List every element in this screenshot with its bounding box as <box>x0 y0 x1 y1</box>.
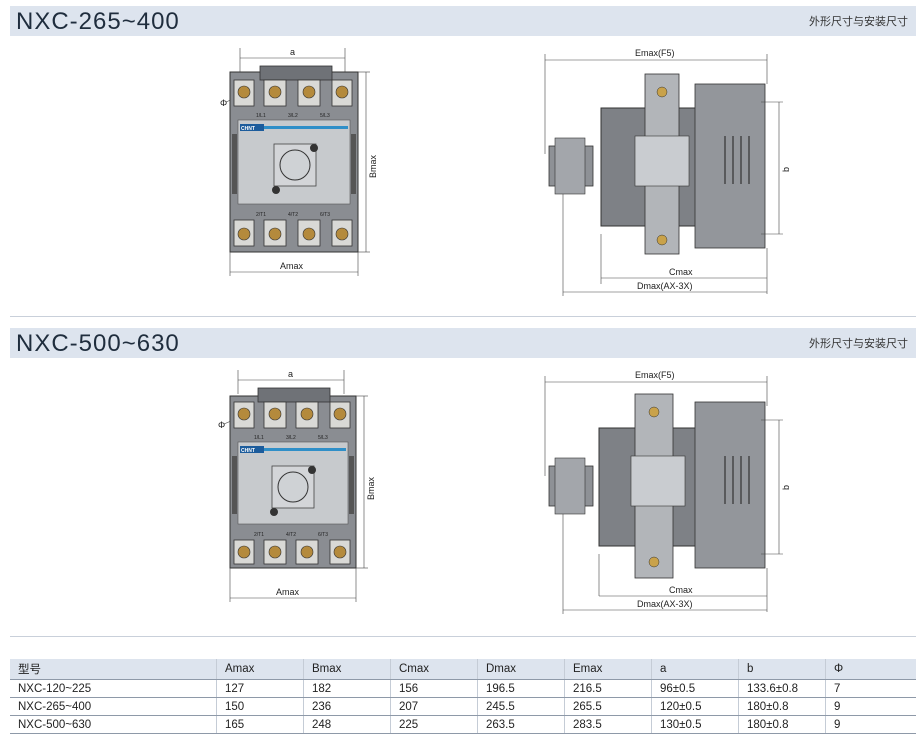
section-divider <box>10 316 916 317</box>
dim-label-b: b <box>781 167 791 172</box>
dimension-table: 型号 Amax Bmax Cmax Dmax Emax a b Φ NXC-12… <box>10 659 916 734</box>
table-cell: 283.5 <box>564 715 652 734</box>
section-title: NXC-265~400 <box>16 8 180 35</box>
terminal-label-bottom: 4/T2 <box>288 212 298 218</box>
table-cell: 133.6±0.8 <box>738 679 826 698</box>
column-header: Bmax <box>303 659 391 680</box>
table-cell: 225 <box>390 715 478 734</box>
terminal-label-bottom: 2/T1 <box>256 212 266 218</box>
dim-label-b: b <box>781 485 791 490</box>
dim-label-dmax: Dmax(AX-3X) <box>637 599 693 609</box>
section-subtitle: 外形尺寸与安装尺寸 <box>809 338 908 350</box>
table-cell: 7 <box>825 679 916 698</box>
side-view-drawing: Emax(F5) b Cmax Dmax(AX-3X) <box>544 370 791 614</box>
dim-label-cmax: Cmax <box>669 267 693 277</box>
dim-label-amax: Amax <box>280 261 304 271</box>
table-cell: 180±0.8 <box>738 715 826 734</box>
dim-label-amax: Amax <box>276 587 300 597</box>
table-cell: 216.5 <box>564 679 652 698</box>
column-header: Cmax <box>390 659 478 680</box>
table-cell: 180±0.8 <box>738 697 826 716</box>
terminal-label-top: 1/L1 <box>256 113 266 119</box>
dim-label-dmax: Dmax(AX-3X) <box>637 281 693 291</box>
table-cell: 263.5 <box>477 715 565 734</box>
terminal-label-bottom: 4/T2 <box>286 532 296 538</box>
table-row: NXC-265~400 150 236 207 245.5 265.5 120±… <box>10 697 916 716</box>
table-header-row: 型号 Amax Bmax Cmax Dmax Emax a b Φ <box>10 659 916 680</box>
section-divider <box>10 636 916 637</box>
section-title: NXC-500~630 <box>16 330 180 357</box>
terminal-label-bottom: 2/T1 <box>254 532 264 538</box>
terminal-label-top: 5/L3 <box>320 113 330 119</box>
section-subtitle: 外形尺寸与安装尺寸 <box>809 16 908 28</box>
table-cell: 156 <box>390 679 478 698</box>
brand-logo: CHNT <box>241 448 255 454</box>
dim-label-phi: Φ <box>220 98 227 108</box>
front-view-drawing: a Φ 1/L1 3/L2 5/L3 CHNT 2/T1 4/T2 6/T3 B… <box>218 369 376 602</box>
table-cell: 265.5 <box>564 697 652 716</box>
dim-label-a: a <box>290 47 295 57</box>
table-row: NXC-500~630 165 248 225 263.5 283.5 130±… <box>10 715 916 734</box>
table-cell: 248 <box>303 715 391 734</box>
table-cell: 127 <box>216 679 304 698</box>
terminal-label-bottom: 6/T3 <box>320 212 330 218</box>
terminal-label-top: 5/L3 <box>318 435 328 441</box>
side-view-drawing: Emax(F5) b Cmax Dmax(AX-3X) <box>544 48 791 296</box>
section-header: NXC-500~630 外形尺寸与安装尺寸 <box>10 328 916 358</box>
table-cell: 9 <box>825 697 916 716</box>
table-cell: NXC-500~630 <box>10 715 217 734</box>
column-header: 型号 <box>10 659 217 680</box>
column-header: a <box>651 659 739 680</box>
brand-logo: CHNT <box>241 126 255 132</box>
column-header: b <box>738 659 826 680</box>
table-cell: 150 <box>216 697 304 716</box>
dim-label-emax: Emax(F5) <box>635 370 675 380</box>
table-cell: 182 <box>303 679 391 698</box>
table-cell: 120±0.5 <box>651 697 739 716</box>
terminal-label-top: 3/L2 <box>288 113 298 119</box>
section-header: NXC-265~400 外形尺寸与安装尺寸 <box>10 6 916 36</box>
table-cell: 96±0.5 <box>651 679 739 698</box>
dim-label-emax: Emax(F5) <box>635 48 675 58</box>
table-row: NXC-120~225 127 182 156 196.5 216.5 96±0… <box>10 679 916 698</box>
table-cell: 236 <box>303 697 391 716</box>
table-cell: 245.5 <box>477 697 565 716</box>
column-header: Dmax <box>477 659 565 680</box>
table-cell: 196.5 <box>477 679 565 698</box>
table-cell: 165 <box>216 715 304 734</box>
column-header: Φ <box>825 659 916 680</box>
table-cell: 130±0.5 <box>651 715 739 734</box>
table-cell: NXC-265~400 <box>10 697 217 716</box>
dim-label-a: a <box>288 369 293 379</box>
table-cell: 207 <box>390 697 478 716</box>
terminal-label-bottom: 6/T3 <box>318 532 328 538</box>
column-header: Emax <box>564 659 652 680</box>
front-view-drawing: a Φ 1/L1 3/L2 5/L3 CHNT 2/T1 4/T2 6/T3 B… <box>220 47 378 276</box>
dim-label-bmax: Bmax <box>366 476 376 500</box>
terminal-label-top: 1/L1 <box>254 435 264 441</box>
column-header: Amax <box>216 659 304 680</box>
table-cell: NXC-120~225 <box>10 679 217 698</box>
dim-label-cmax: Cmax <box>669 585 693 595</box>
table-cell: 9 <box>825 715 916 734</box>
dim-label-phi: Φ <box>218 420 225 430</box>
dim-label-bmax: Bmax <box>368 154 378 178</box>
terminal-label-top: 3/L2 <box>286 435 296 441</box>
